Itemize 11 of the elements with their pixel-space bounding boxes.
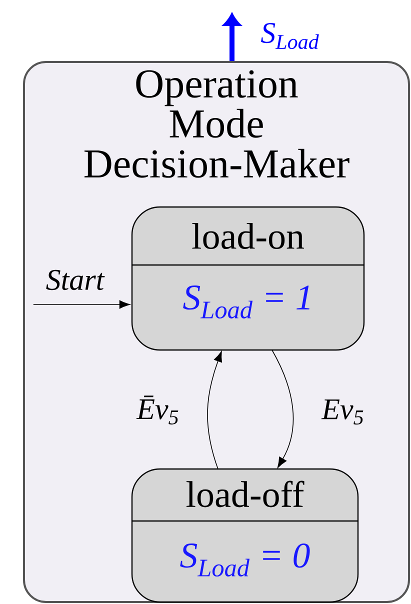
arrow	[33, 300, 130, 309]
edge-label: Ēv$_{5}$	[136, 396, 178, 424]
state-box: load-on S$_{Load}$ = 1	[131, 206, 365, 351]
edge-label: Ev$_{5}$	[321, 399, 364, 425]
edge-label: S$_{Load}$	[261, 22, 319, 50]
arrow	[224, 14, 240, 61]
title: Operation Mode Decision-Maker	[84, 70, 350, 178]
arrow	[207, 351, 222, 470]
state-box: load-off S$_{Load}$ = 0	[131, 468, 359, 603]
edge-label: Start	[46, 270, 105, 290]
arrow	[272, 350, 294, 468]
